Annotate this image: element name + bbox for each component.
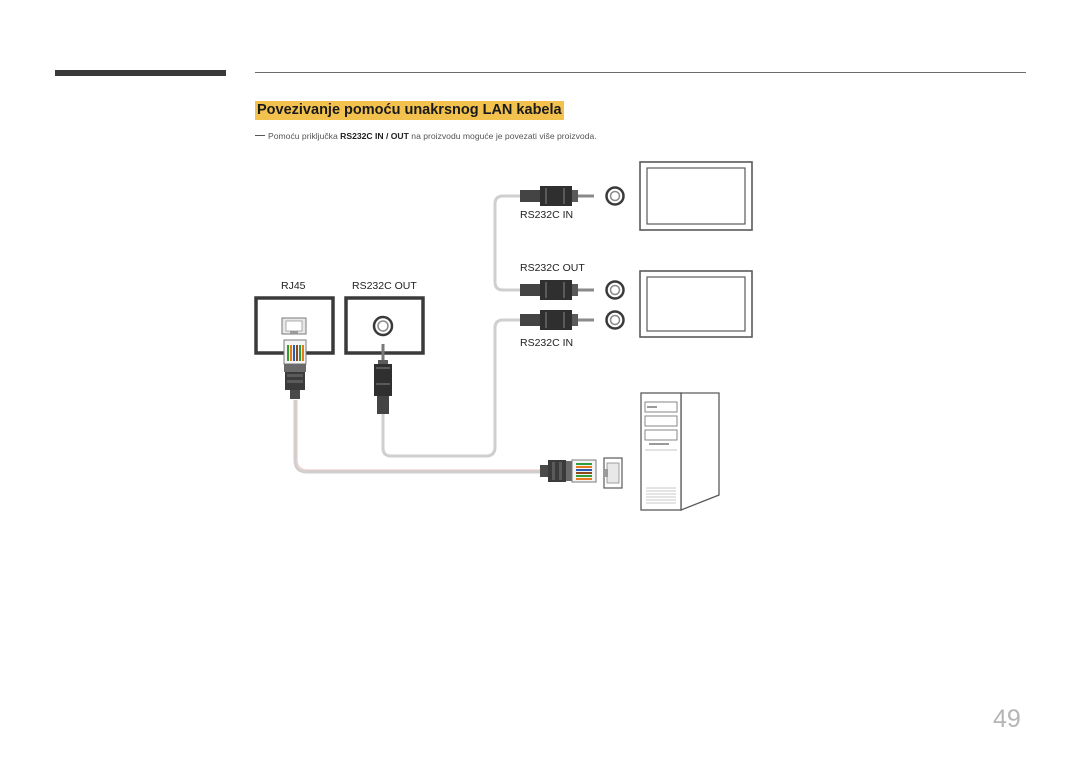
label-rs232c-out-product: RS232C OUT [352,280,417,292]
monitor-icon [639,161,753,231]
note-ports: RS232C IN / OUT [340,131,409,141]
rs232c-cable-chain [493,194,520,292]
rj45-port-icon [603,457,623,489]
label-rs232c-in-top: RS232C IN [520,209,574,221]
monitor-icon [639,270,753,338]
rs232c-jack-icon [605,280,625,300]
pc-tower-icon [640,392,720,511]
label-rj45: RJ45 [281,280,306,292]
note-dash [255,135,265,136]
lan-cable [293,400,540,474]
header-rule [255,72,1026,73]
stereo-plug-icon [520,310,594,330]
rs232c-jack-icon [372,315,394,337]
rj45-port-icon [281,317,307,335]
note-before: Pomoću priključka [268,131,341,141]
rs232c-jack-icon [605,186,625,206]
note-after: na proizvodu moguće je povezati više pro… [408,131,597,141]
label-rs232c-out-right: RS232C OUT [520,262,585,274]
label-rs232c-in-bottom: RS232C IN [520,337,574,349]
stereo-plug-icon [374,344,392,414]
section-title: Povezivanje pomoću unakrsnog LAN kabela [255,101,564,120]
page-number: 49 [993,705,1021,733]
rj45-plug-icon [283,339,307,399]
lan-cable-red [296,400,540,471]
rj45-plug-icon [540,459,597,483]
stereo-plug-icon [520,186,594,206]
header-bar [55,70,226,76]
note: Pomoću priključka RS232C IN / OUT na pro… [255,130,597,142]
rs232c-cable-product [381,318,520,458]
rs232c-jack-icon [605,310,625,330]
stereo-plug-icon [520,280,594,300]
